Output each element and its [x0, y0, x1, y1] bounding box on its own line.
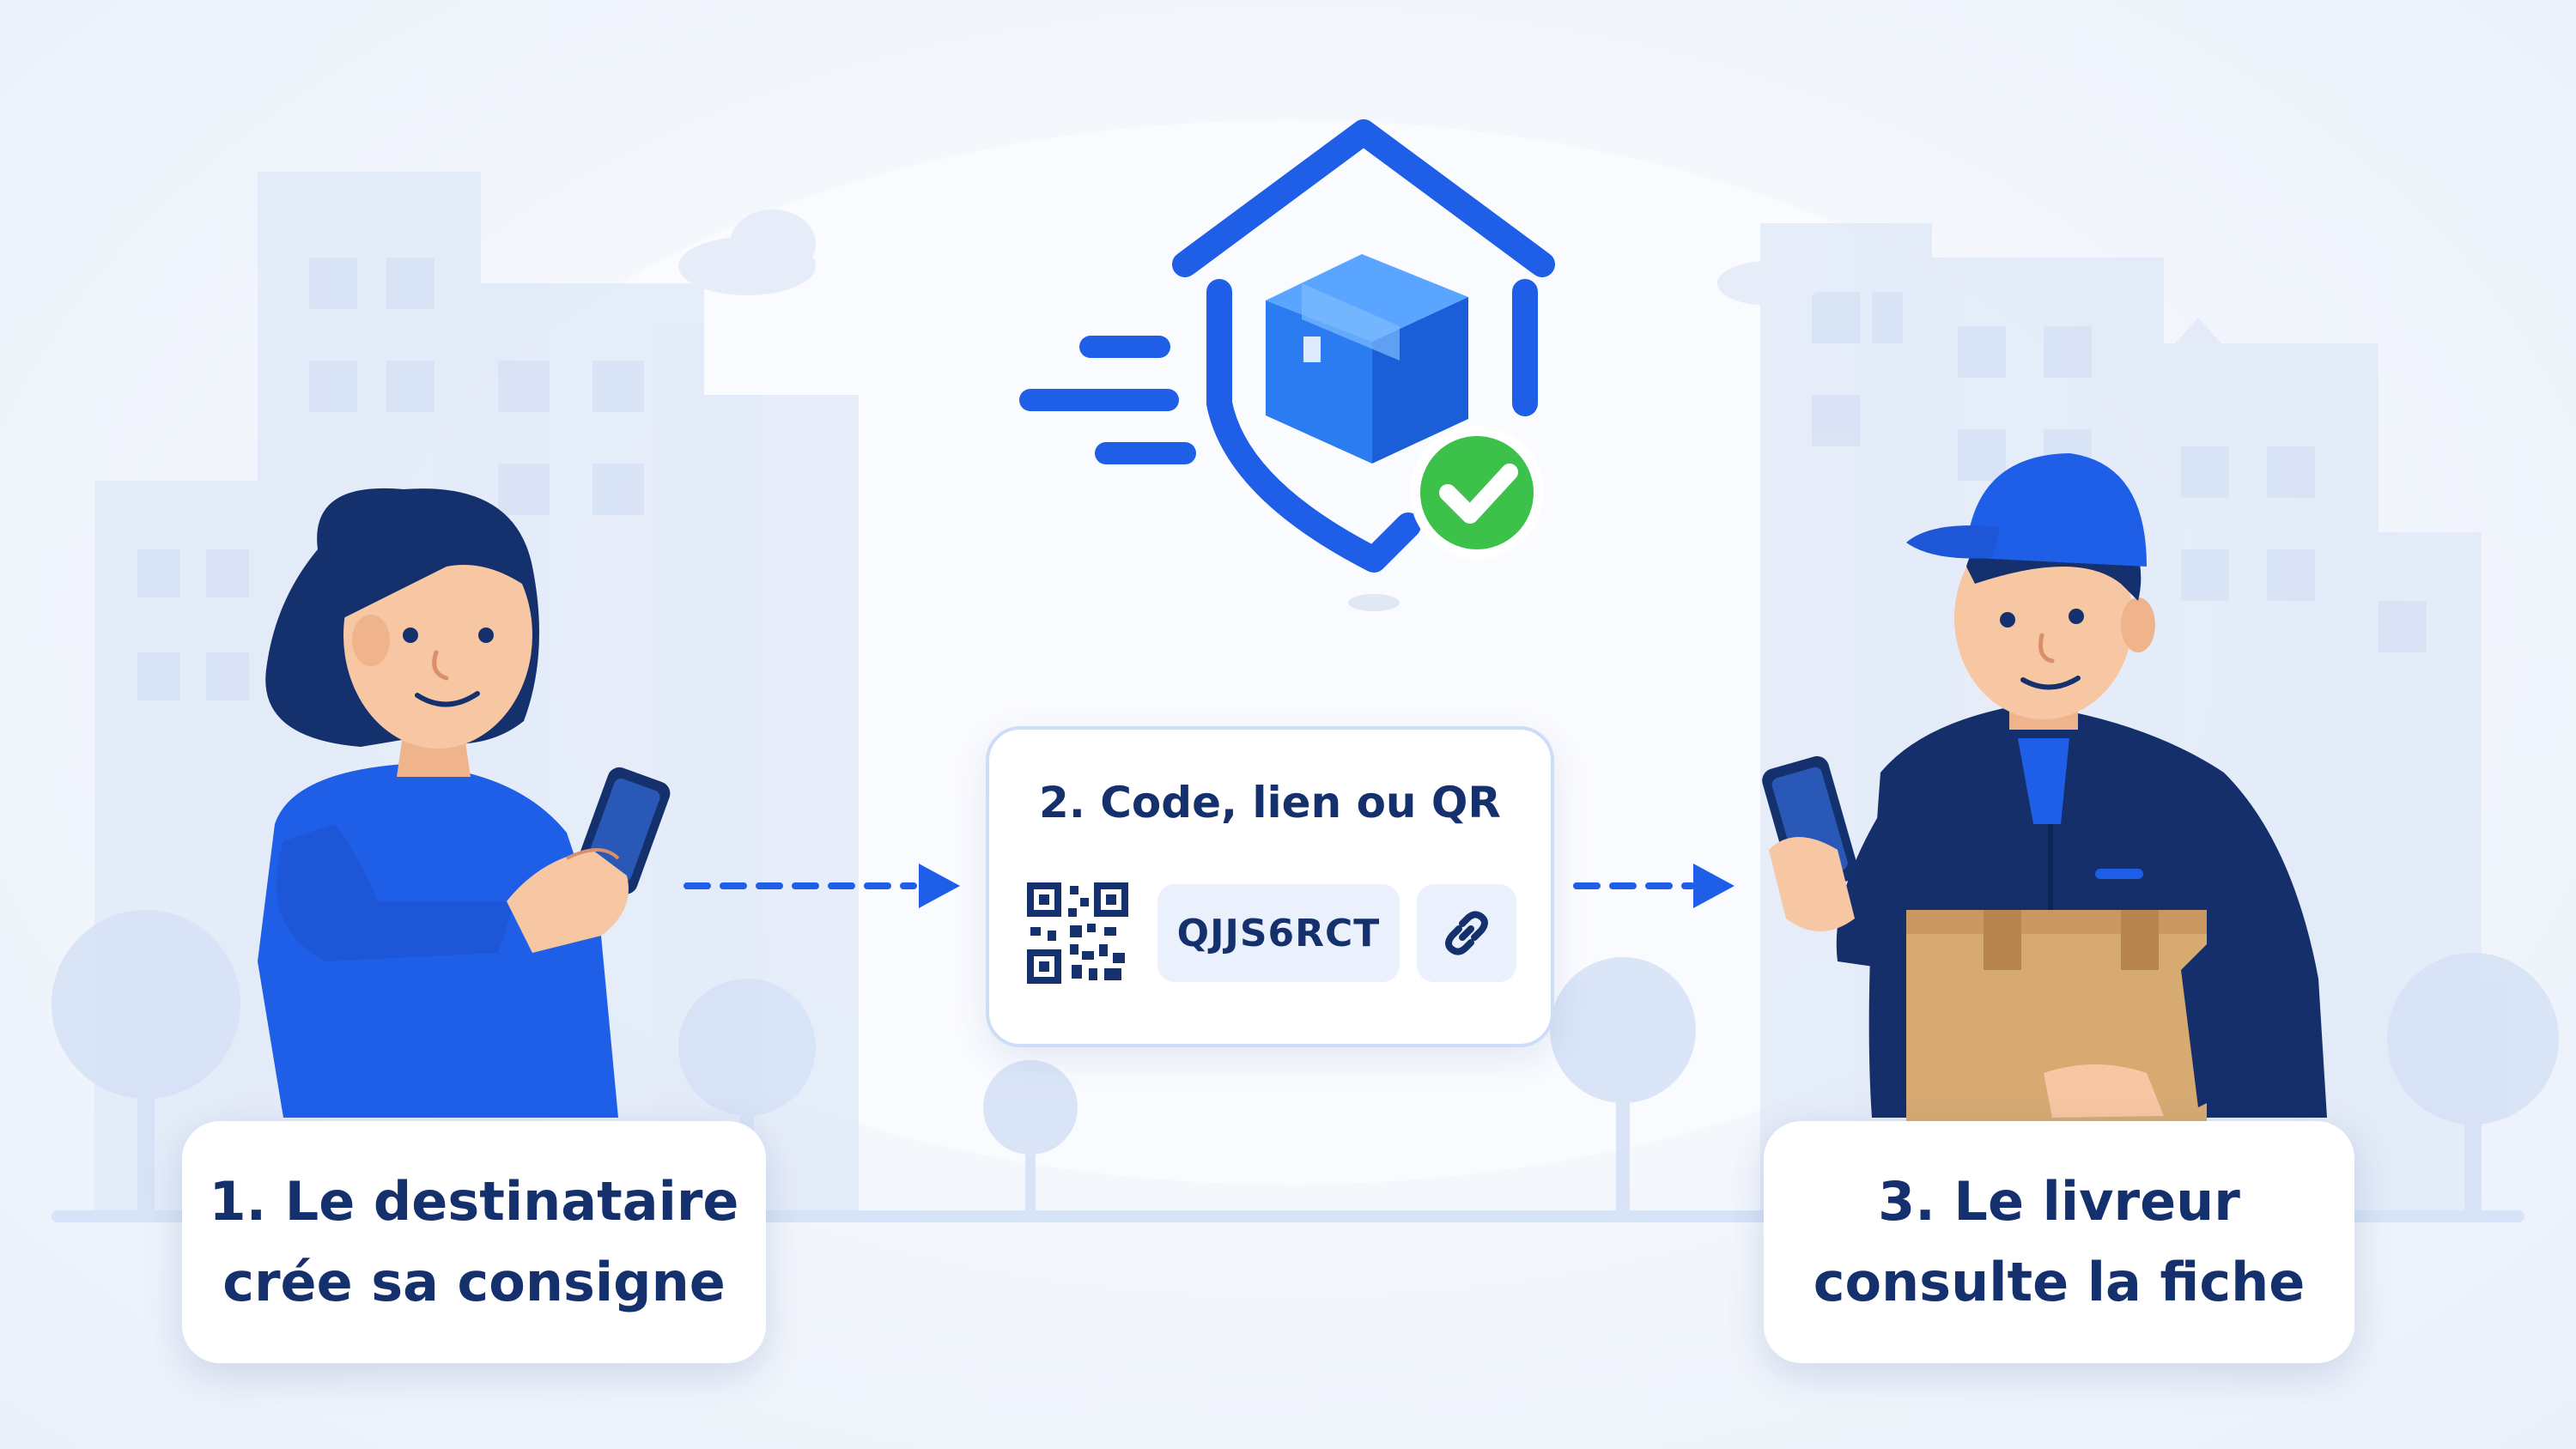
speed-lines-icon	[1019, 336, 1196, 464]
step-3-label: 3. Le livreur consulte la fiche	[1813, 1170, 2306, 1313]
step-1-label: 1. Le destinataire crée sa consigne	[209, 1170, 739, 1313]
arrow-right-icon	[1573, 864, 1735, 908]
step-3-card: 3. Le livreur consulte la fiche	[1764, 1121, 2354, 1363]
step-2-label: 2. Code, lien ou QR	[1039, 778, 1501, 828]
step-2-panel: 2. Code, lien ou QR QJJS6RCT	[986, 726, 1554, 1047]
parcel-icon	[1266, 254, 1468, 464]
link-button[interactable]	[1417, 884, 1516, 982]
qr-code-icon[interactable]	[1027, 882, 1128, 984]
link-icon	[1445, 911, 1488, 955]
access-code-chip[interactable]: QJJS6RCT	[1157, 884, 1400, 982]
step-1-card: 1. Le destinataire crée sa consigne	[182, 1121, 766, 1363]
arrow-right-icon	[683, 864, 960, 908]
check-icon	[1410, 426, 1544, 560]
